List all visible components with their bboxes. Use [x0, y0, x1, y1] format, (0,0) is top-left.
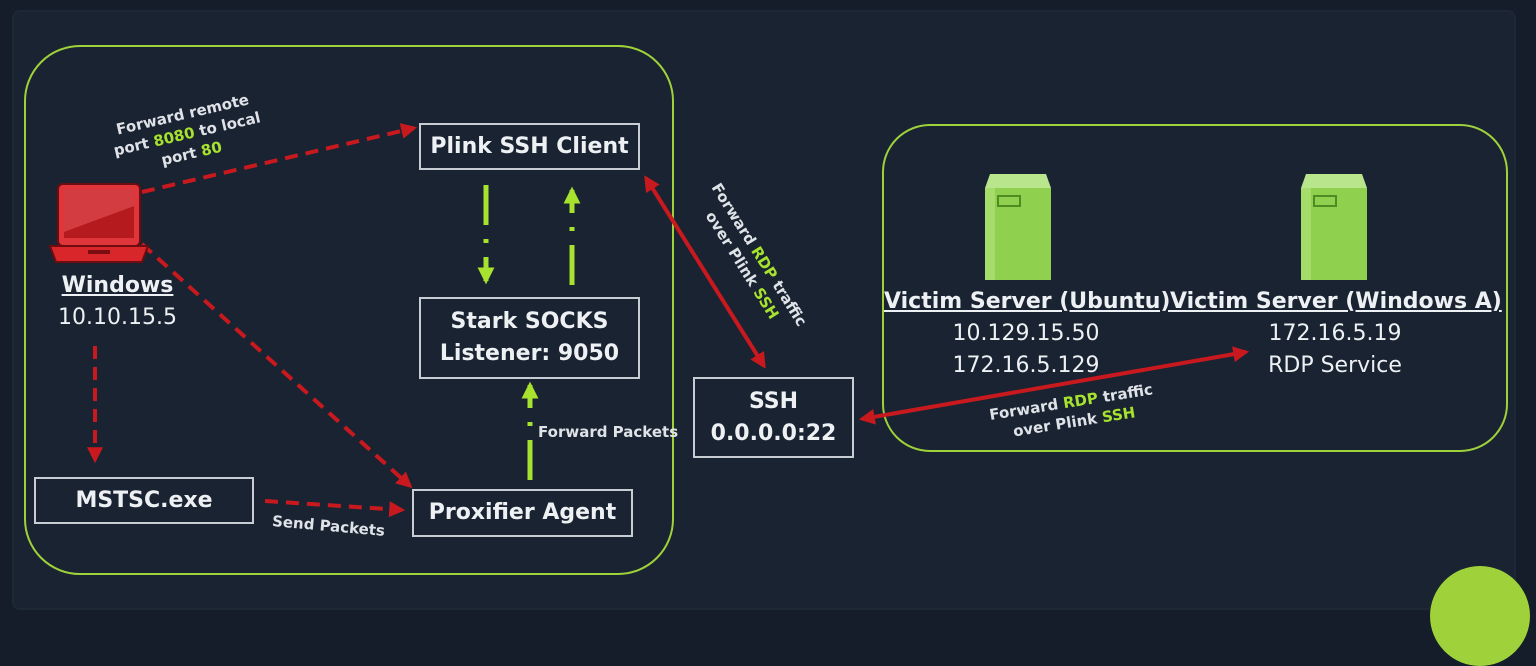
- mstsc-label: MSTSC.exe: [75, 487, 213, 513]
- ssh-box: SSH 0.0.0.0:22: [693, 377, 854, 458]
- proxifier-agent-box: Proxifier Agent: [412, 489, 633, 537]
- mstsc-box: MSTSC.exe: [34, 477, 254, 524]
- forward-packets-annotation: Forward Packets: [538, 423, 679, 441]
- stark-line2: Listener: 9050: [439, 341, 620, 366]
- windows-a-node-label: Victim Server (Windows A) 172.16.5.19 RD…: [1170, 286, 1502, 382]
- windows-a-ip: 172.16.5.19: [1268, 321, 1402, 346]
- arrow-ssh-windows-a: [858, 346, 1250, 425]
- ubuntu-ip2: 172.16.5.129: [952, 353, 1100, 378]
- windows-title: Windows: [61, 273, 174, 298]
- arrow-windows-to-proxifier: [140, 242, 413, 489]
- windows-a-service: RDP Service: [1268, 353, 1402, 378]
- plink-label: Plink SSH Client: [430, 133, 629, 159]
- connection-arrows: [48, 123, 1367, 518]
- ubuntu-node-label: Victim Server (Ubuntu) 10.129.15.50 172.…: [884, 286, 1171, 382]
- server-icon-windows-a: [1301, 174, 1367, 280]
- arrow-windows-to-plink: [141, 123, 418, 194]
- windows-ip: 10.10.15.5: [58, 305, 177, 330]
- stark-socks-listener-box: Stark SOCKS Listener: 9050: [419, 297, 640, 379]
- plink-ssh-client-box: Plink SSH Client: [419, 123, 640, 170]
- ubuntu-ip1: 10.129.15.50: [952, 321, 1100, 346]
- proxifier-label: Proxifier Agent: [428, 500, 617, 525]
- victim-network-group: [882, 124, 1508, 452]
- windows-a-title: Victim Server (Windows A): [1170, 289, 1502, 314]
- corner-badge: [1430, 566, 1530, 666]
- ubuntu-title: Victim Server (Ubuntu): [884, 289, 1171, 314]
- windows-node-label: Windows 10.10.15.5: [30, 270, 205, 334]
- ssh-line2: 0.0.0.0:22: [710, 420, 837, 446]
- arrow-plink-ssh: [644, 175, 766, 369]
- arrow-mstsc-to-proxifier: [264, 499, 406, 518]
- ssh-line1: SSH: [748, 388, 799, 414]
- laptop-icon: [48, 183, 150, 263]
- stark-line1: Stark SOCKS: [450, 309, 609, 334]
- server-icon-ubuntu: [985, 174, 1051, 280]
